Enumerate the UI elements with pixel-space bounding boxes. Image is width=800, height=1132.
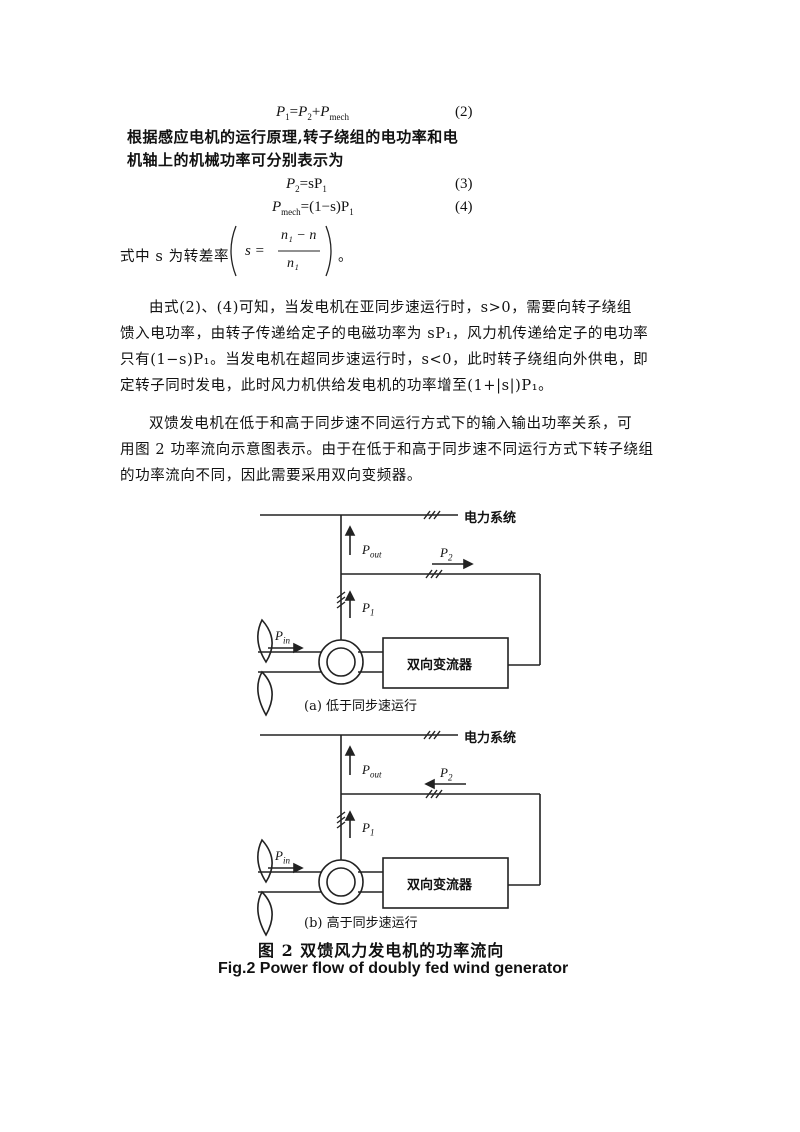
grid-label-a: 电力系统: [464, 511, 517, 526]
para1-line-2: 馈入电功率，由转子传递给定子的电磁功率为 sP₁，风力机传递给定子的电功率: [120, 326, 649, 342]
figure-caption-cn: 图 2 双馈风力发电机的功率流向: [258, 941, 505, 960]
para1-line-1: 由式(2)、(4)可知，当发电机在亚同步速运行时，s>0，需要向转子绕组: [149, 300, 632, 316]
power-flow-diagram-a: [257, 510, 541, 717]
para1-line-3: 只有(1−s)P₁。当发电机在超同步速运行时，s<0，此时转子绕组向外供电，即: [120, 352, 649, 368]
para1-line-4: 定转子同时发电，此时风力机供给发电机的功率增至(1+|s|)P₁。: [120, 378, 554, 394]
p2-label-a: P2: [440, 545, 453, 563]
intro-line-1: 根据感应电机的运行原理,转子绕组的电功率和电: [127, 128, 459, 146]
equation-3-number: (3): [455, 176, 473, 192]
para2-line-1: 双馈发电机在低于和高于同步速不同运行方式下的输入输出功率关系，可: [149, 416, 633, 432]
grid-label-b: 电力系统: [464, 731, 517, 746]
slip-suffix: 。: [338, 249, 354, 265]
slip-s-eq: s =: [245, 243, 265, 259]
para2-line-3: 的功率流向不同，因此需要采用双向变频器。: [120, 468, 422, 484]
subcaption-a: (a) 低于同步速运行: [304, 699, 418, 714]
figure-caption-en: Fig.2 Power flow of doubly fed wind gene…: [218, 960, 569, 977]
intro-line-2: 机轴上的机械功率可分别表示为: [127, 151, 345, 169]
p-out-label-a: Pout: [362, 542, 382, 560]
equation-3: P2=sP1: [286, 176, 327, 194]
para2-line-2: 用图 2 功率流向示意图表示。由于在低于和高于同步速不同运行方式下转子绕组: [120, 442, 654, 458]
equation-4-number: (4): [455, 199, 473, 215]
slip-numerator: n₁ − n: [281, 228, 317, 243]
equation-2-number: (2): [455, 104, 473, 120]
slip-fraction: [230, 225, 332, 277]
p-in-label-b: Pin: [275, 848, 290, 866]
equation-4: Pmech=(1−s)P1: [272, 199, 354, 217]
equation-2: P1=P2+Pmech: [276, 104, 349, 122]
converter-label-a: 双向变流器: [407, 658, 473, 673]
p2-label-b: P2: [440, 765, 453, 783]
p-in-label-a: Pin: [275, 628, 290, 646]
p1-label-b: P1: [362, 820, 375, 838]
converter-label-b: 双向变流器: [407, 878, 473, 893]
p-out-label-b: Pout: [362, 762, 382, 780]
slip-denominator: n₁: [287, 256, 299, 271]
power-flow-diagram-b: [257, 730, 541, 937]
slip-prefix: 式中 s 为转差率: [120, 249, 230, 265]
p1-label-a: P1: [362, 600, 375, 618]
subcaption-b: (b) 高于同步速运行: [304, 916, 418, 931]
